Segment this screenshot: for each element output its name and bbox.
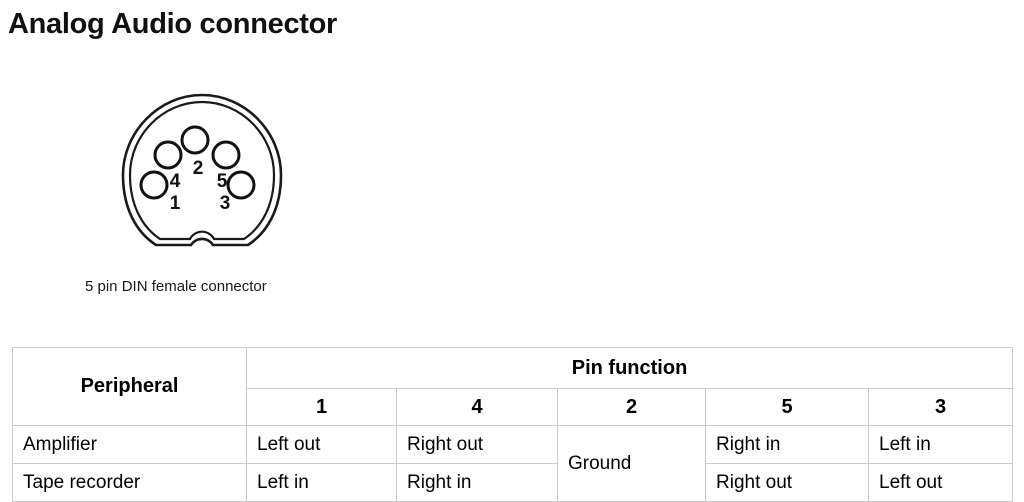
header-pin-5: 5 [705, 388, 869, 426]
cell-ground: Ground [557, 425, 706, 502]
header-pin-function: Pin function [245, 347, 1014, 389]
pin-hole-4 [153, 140, 183, 170]
header-pin-4: 4 [396, 388, 558, 426]
connector-figure: 4 2 5 1 3 5 pin DIN female connector [78, 90, 338, 295]
pin-hole-2 [180, 125, 210, 155]
pin-hole-5 [211, 140, 241, 170]
pin-function-table-wrapper: Peripheral Pin function 1 4 2 5 3 Amplif… [12, 347, 1014, 502]
cell-tape-recorder-pin3: Left out [867, 463, 1014, 502]
table-row: Tape recorder Left in Right in Right out… [12, 463, 1014, 502]
table-header-row-1: Peripheral Pin function [12, 347, 1014, 426]
connector-outer-ring [121, 93, 283, 247]
table-row: Amplifier Left out Right out Ground Righ… [12, 425, 1014, 502]
pin-number-label-5: 5 [217, 171, 228, 192]
header-pin-3: 3 [867, 388, 1014, 426]
cell-tape-recorder-pin1: Left in [246, 463, 397, 502]
header-pin-2: 2 [557, 388, 706, 426]
pin-number-label-3: 3 [220, 193, 231, 214]
cell-peripheral-amplifier: Amplifier [12, 425, 247, 464]
cell-amplifier-pin4: Right out [396, 425, 558, 464]
pin-number-label-2: 2 [193, 158, 204, 179]
cell-tape-recorder-pin5: Right out [705, 463, 869, 502]
figure-caption: 5 pin DIN female connector [85, 278, 267, 295]
cell-peripheral-tape-recorder: Tape recorder [12, 463, 247, 502]
din-connector-diagram: 4 2 5 1 3 [121, 93, 283, 247]
pin-number-label-4: 4 [170, 171, 181, 192]
pin-hole-3 [226, 170, 256, 200]
header-pin-1: 1 [246, 388, 397, 426]
connector-inner-ring [128, 100, 276, 241]
pin-number-label-1: 1 [170, 193, 181, 214]
header-peripheral: Peripheral [12, 347, 247, 426]
cell-amplifier-pin5: Right in [705, 425, 869, 464]
cell-amplifier-pin3: Left in [867, 425, 1014, 464]
cell-amplifier-pin1: Left out [246, 425, 397, 464]
pin-function-table: Peripheral Pin function 1 4 2 5 3 Amplif… [12, 347, 1014, 502]
cell-tape-recorder-pin4: Right in [396, 463, 558, 502]
pin-hole-1 [139, 170, 169, 200]
page-title: Analog Audio connector [8, 8, 338, 40]
